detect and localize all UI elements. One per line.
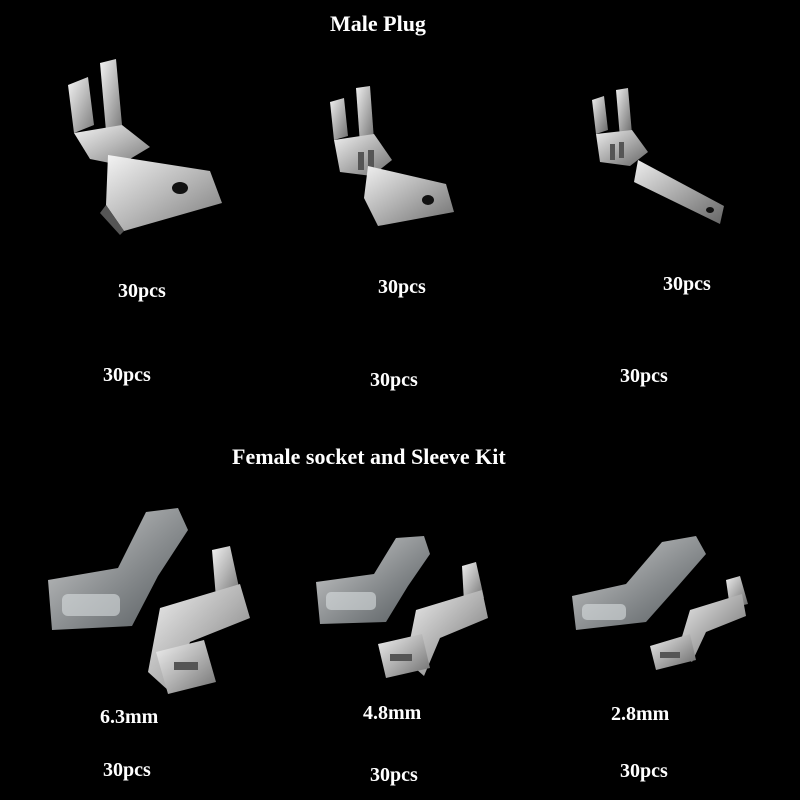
male-plug-large-image	[68, 59, 222, 235]
female-socket-2-8mm-image	[572, 536, 748, 670]
female-4-8mm-quantity: 30pcs	[370, 764, 418, 786]
female-socket-6-3mm-image	[48, 508, 250, 694]
female-2-8mm-quantity: 30pcs	[620, 760, 668, 782]
female-socket-kit-title: Female socket and Sleeve Kit	[232, 444, 506, 469]
male-plug-small-quantity: 30pcs	[663, 273, 711, 295]
male-plug-small-image	[592, 88, 724, 224]
male-quantity-row2-middle: 30pcs	[370, 369, 418, 391]
male-plug-title: Male Plug	[330, 11, 426, 36]
female-size-2-8mm-label: 2.8mm	[611, 703, 670, 725]
male-plug-medium-quantity: 30pcs	[378, 276, 426, 298]
male-quantity-row2-left: 30pcs	[103, 364, 151, 386]
female-socket-4-8mm-image	[316, 536, 488, 678]
female-size-6-3mm-label: 6.3mm	[100, 706, 159, 728]
male-plug-medium-image	[330, 86, 454, 226]
male-quantity-row2-right: 30pcs	[620, 365, 668, 387]
female-6-3mm-quantity: 30pcs	[103, 759, 151, 781]
male-plug-large-quantity: 30pcs	[118, 280, 166, 302]
female-size-4-8mm-label: 4.8mm	[363, 702, 422, 724]
